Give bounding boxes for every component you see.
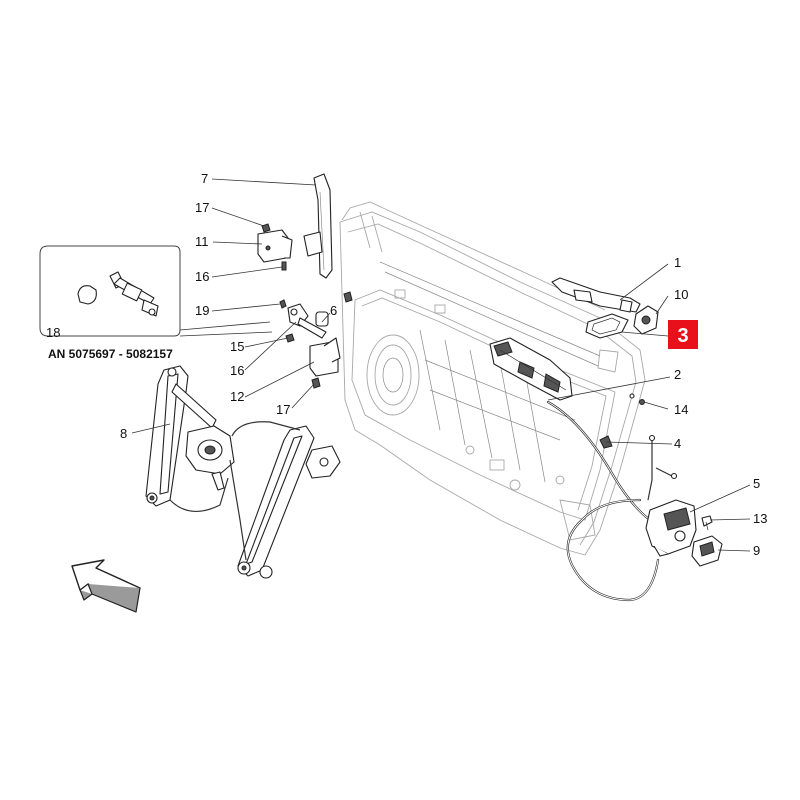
callout-2: 2 [674, 367, 681, 382]
callout-8: 8 [120, 426, 127, 441]
callout-16-top: 16 [195, 269, 209, 284]
callout-labels: 1 2 4 5 6 7 8 9 10 11 12 13 14 15 16 16 … [46, 171, 767, 558]
hinge-assembly [257, 173, 353, 389]
door-lock-assembly [645, 499, 723, 567]
callout-10: 10 [674, 287, 688, 302]
callout-11: 11 [195, 234, 209, 249]
callout-17-bottom: 17 [276, 402, 290, 417]
callout-5: 5 [753, 476, 760, 491]
callout-6: 6 [330, 303, 337, 318]
callout-7: 7 [201, 171, 208, 186]
door-check-strap-part [109, 271, 159, 317]
inset-detail-box [39, 245, 273, 337]
callout-14: 14 [674, 402, 688, 417]
callout-17-top: 17 [195, 200, 209, 215]
inset-caption: AN 5075697 - 5082157 [48, 347, 173, 361]
callout-19: 19 [195, 303, 209, 318]
highlight-badge-3: 3 [668, 320, 698, 349]
orientation-arrow-icon [71, 559, 141, 613]
callout-9: 9 [753, 543, 760, 558]
callout-18: 18 [46, 325, 60, 340]
window-regulator [145, 365, 341, 579]
callout-12: 12 [230, 389, 244, 404]
callout-16-bottom: 16 [230, 363, 244, 378]
callout-1: 1 [674, 255, 681, 270]
interior-release-mechanism [489, 337, 573, 401]
callout-15: 15 [230, 339, 244, 354]
callout-13: 13 [753, 511, 767, 526]
leader-lines [131, 178, 751, 552]
door-inner-panel [339, 201, 646, 556]
outer-handle-assembly [551, 277, 659, 339]
callout-4: 4 [674, 436, 681, 451]
highlight-label: 3 [677, 325, 688, 347]
release-cables [546, 393, 678, 602]
cap-part-18 [77, 285, 97, 305]
